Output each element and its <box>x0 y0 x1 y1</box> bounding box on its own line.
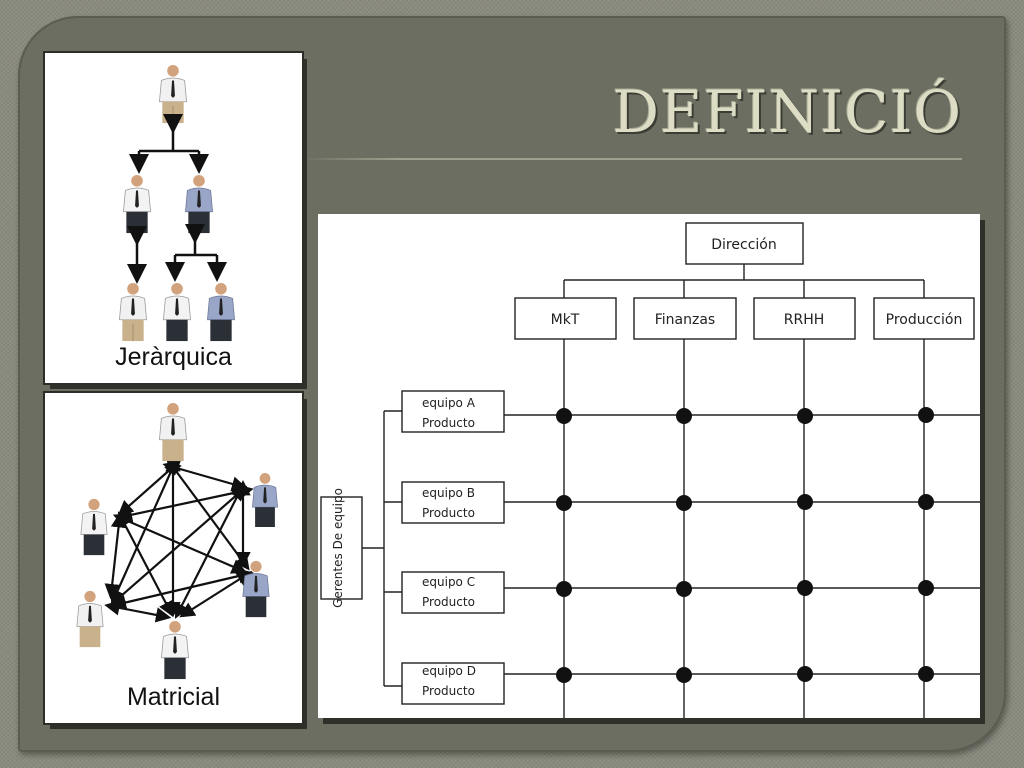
person-icon <box>162 282 192 342</box>
intersection-dot <box>918 407 934 423</box>
direction-label: Dirección <box>711 237 776 253</box>
team-label: equipo C <box>422 575 475 589</box>
department-box <box>514 297 617 340</box>
person-icon <box>158 402 188 462</box>
person-icon <box>242 560 270 618</box>
manager-label: Gerentes De equipo <box>331 488 345 608</box>
intersection-dot <box>797 666 813 682</box>
intersection-dot <box>676 408 692 424</box>
department-box <box>753 297 856 340</box>
person-icon <box>251 472 279 528</box>
person-icon <box>118 282 148 342</box>
intersection-dot <box>676 581 692 597</box>
team-label: equipo D <box>422 664 476 678</box>
matrix-org-chart: Dirección MkT Finanzas RRHH Producción e… <box>318 214 980 718</box>
intersection-dot <box>556 408 572 424</box>
intersection-dot <box>797 494 813 510</box>
intersection-dot <box>797 580 813 596</box>
person-icon <box>206 282 236 342</box>
team-box <box>401 662 505 705</box>
department-label: MkT <box>551 312 580 328</box>
person-icon <box>160 620 190 680</box>
department-label: Finanzas <box>655 312 715 328</box>
intersection-dot <box>556 581 572 597</box>
team-box <box>401 390 505 433</box>
team-box <box>401 571 505 614</box>
intersection-dot <box>676 495 692 511</box>
person-icon <box>184 174 214 234</box>
team-sublabel: Producto <box>422 684 475 698</box>
team-label: equipo B <box>422 486 475 500</box>
matrix-network-diagram <box>76 402 279 680</box>
intersection-dot <box>918 666 934 682</box>
intersection-dot <box>797 408 813 424</box>
intersection-dot <box>918 580 934 596</box>
direction-box <box>685 222 804 265</box>
intersection-dot <box>556 495 572 511</box>
intersection-dot <box>676 667 692 683</box>
department-label: Producción <box>886 312 963 328</box>
org-chart-diagram: Dirección MkT Finanzas RRHH Producción e… <box>320 222 980 718</box>
person-icon <box>80 498 108 556</box>
matrix-label: Matricial <box>126 683 221 711</box>
hierarchical-diagram <box>118 64 236 342</box>
matrix-panel: Matricial <box>45 393 302 723</box>
department-box <box>633 297 737 340</box>
team-box <box>401 481 505 524</box>
intersection-dot <box>556 667 572 683</box>
person-icon <box>122 174 152 234</box>
hierarchical-panel: Jeràrquica <box>45 53 302 383</box>
team-sublabel: Producto <box>422 506 475 520</box>
person-icon <box>158 64 188 124</box>
person-icon <box>76 590 104 648</box>
slide-title: DEFINICIÓ <box>612 78 962 146</box>
intersection-dot <box>918 494 934 510</box>
hierarchical-label: Jeràrquica <box>115 343 232 371</box>
team-label: equipo A <box>422 396 476 410</box>
team-sublabel: Producto <box>422 595 475 609</box>
department-label: RRHH <box>784 312 825 328</box>
title-underline <box>300 158 962 160</box>
team-sublabel: Producto <box>422 416 475 430</box>
